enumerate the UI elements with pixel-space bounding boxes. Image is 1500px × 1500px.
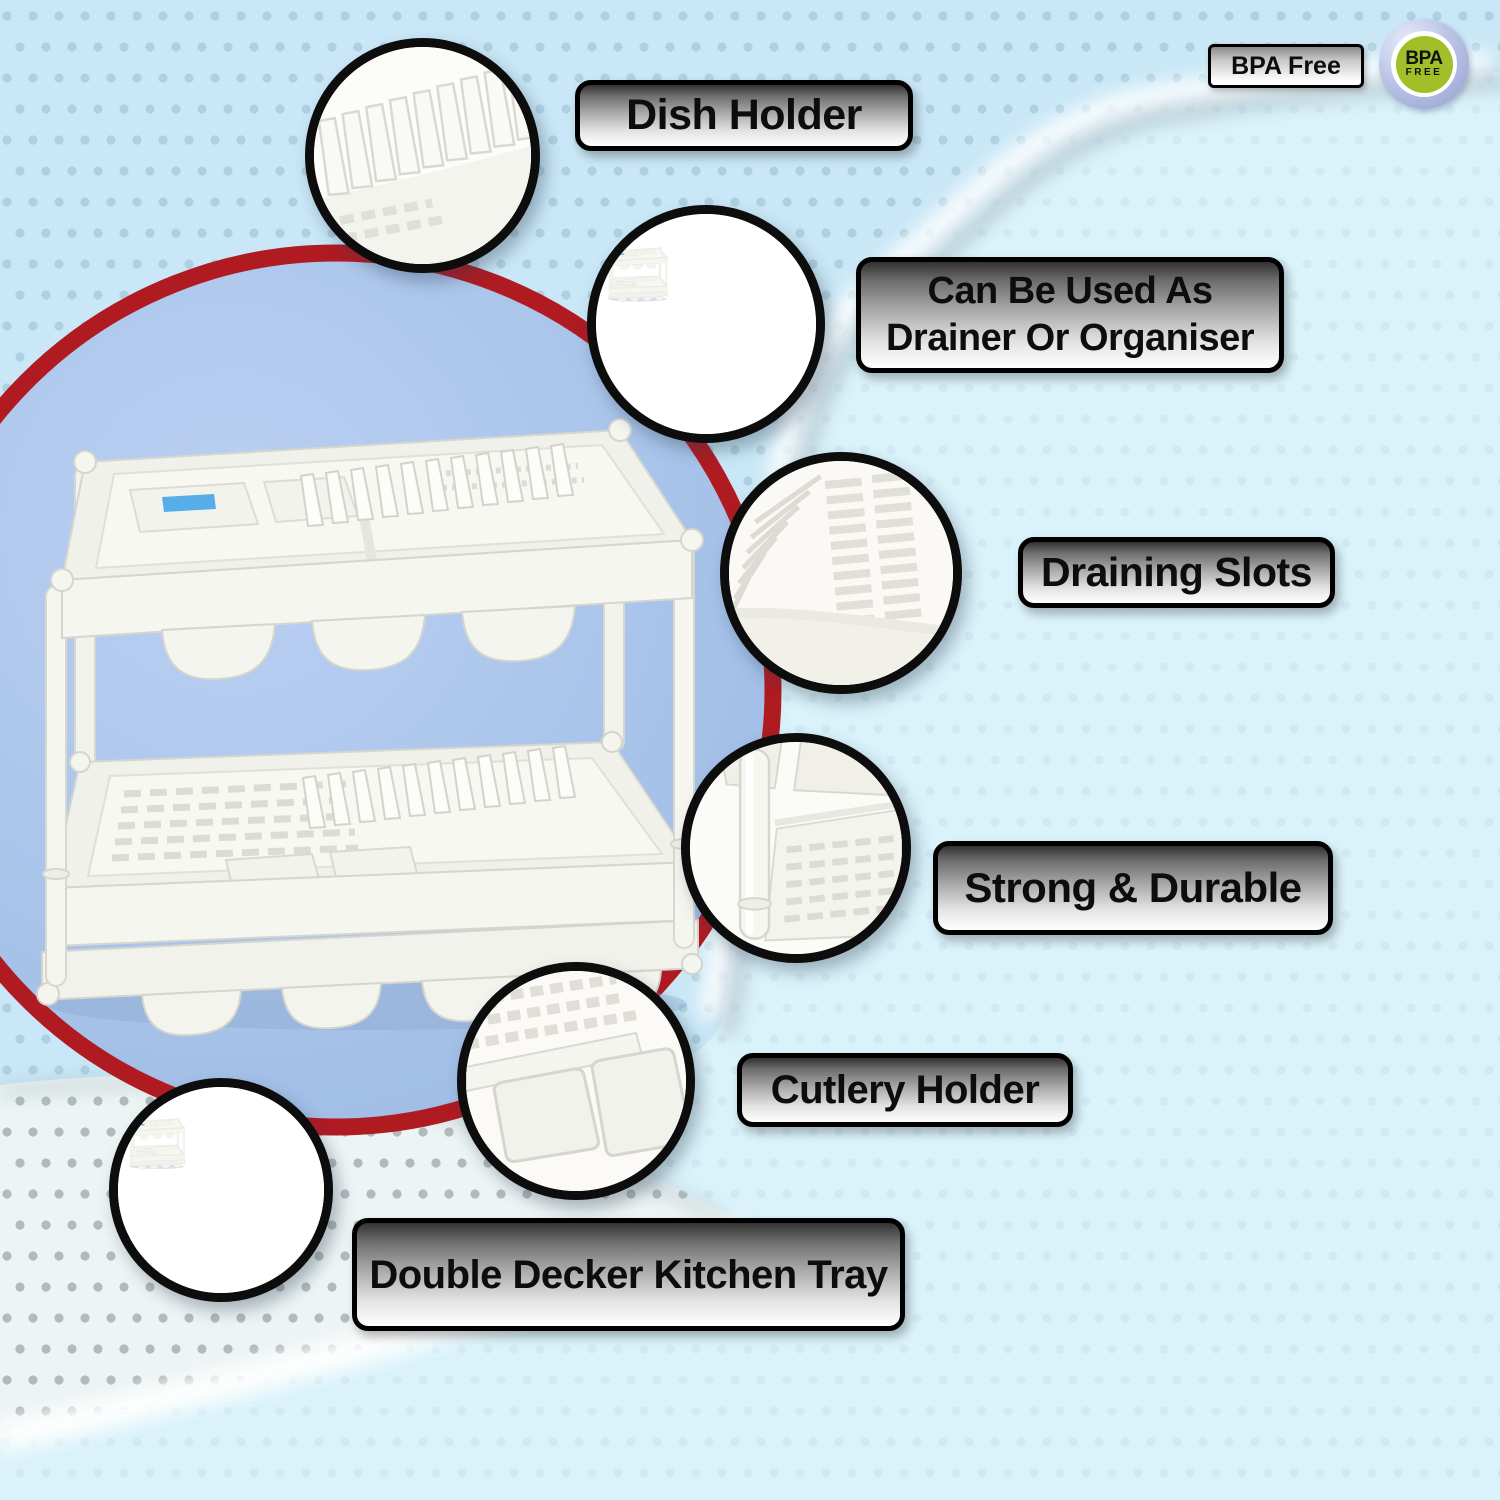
bpa-free-box: BPA Free bbox=[1208, 44, 1364, 88]
dish-rack-illustration bbox=[12, 396, 712, 1036]
callout-product-mini-circle-bottom bbox=[109, 1078, 333, 1302]
draining-slots-closeup bbox=[729, 461, 953, 685]
dish-holder-label-text: Dish Holder bbox=[626, 90, 862, 139]
usage-label-line2: Drainer Or Organiser bbox=[885, 317, 1255, 359]
bpa-free-box-text: BPA Free bbox=[1231, 51, 1341, 80]
cutlery-holder-label-text: Cutlery Holder bbox=[770, 1068, 1040, 1112]
cutlery-holder-closeup bbox=[466, 971, 686, 1191]
product-photo-main bbox=[12, 396, 712, 1036]
callout-dish-holder-circle bbox=[305, 38, 540, 273]
bpa-badge-text-bottom: FREE bbox=[1405, 67, 1443, 78]
strong-durable-closeup bbox=[690, 742, 902, 954]
bpa-badge-green-disc: BPA FREE bbox=[1395, 35, 1453, 93]
bpa-badge-text-top: BPA bbox=[1405, 48, 1443, 69]
bpa-badge-inner-ring: BPA FREE bbox=[1391, 31, 1457, 97]
usage-label: Can Be Used As Drainer Or Organiser bbox=[856, 257, 1284, 373]
draining-slots-label-text: Draining Slots bbox=[1041, 548, 1312, 595]
product-mini-top bbox=[596, 214, 816, 434]
dish-holder-label: Dish Holder bbox=[575, 80, 913, 151]
callout-product-mini-circle-top bbox=[587, 205, 825, 443]
callout-strong-durable-circle bbox=[681, 733, 911, 963]
product-name-label: Double Decker Kitchen Tray bbox=[352, 1218, 905, 1331]
product-mini-bottom bbox=[118, 1087, 324, 1293]
product-name-label-text: Double Decker Kitchen Tray bbox=[369, 1252, 888, 1297]
strong-durable-label: Strong & Durable bbox=[933, 841, 1333, 935]
draining-slots-label: Draining Slots bbox=[1018, 537, 1335, 608]
callout-draining-slots-circle bbox=[720, 452, 962, 694]
cutlery-holder-label: Cutlery Holder bbox=[737, 1053, 1073, 1127]
strong-durable-label-text: Strong & Durable bbox=[964, 863, 1302, 911]
usage-label-line1: Can Be Used As bbox=[927, 269, 1213, 312]
dish-holder-closeup bbox=[314, 47, 531, 264]
bpa-free-badge: BPA FREE bbox=[1379, 19, 1469, 109]
callout-cutlery-holder-circle bbox=[457, 962, 695, 1200]
